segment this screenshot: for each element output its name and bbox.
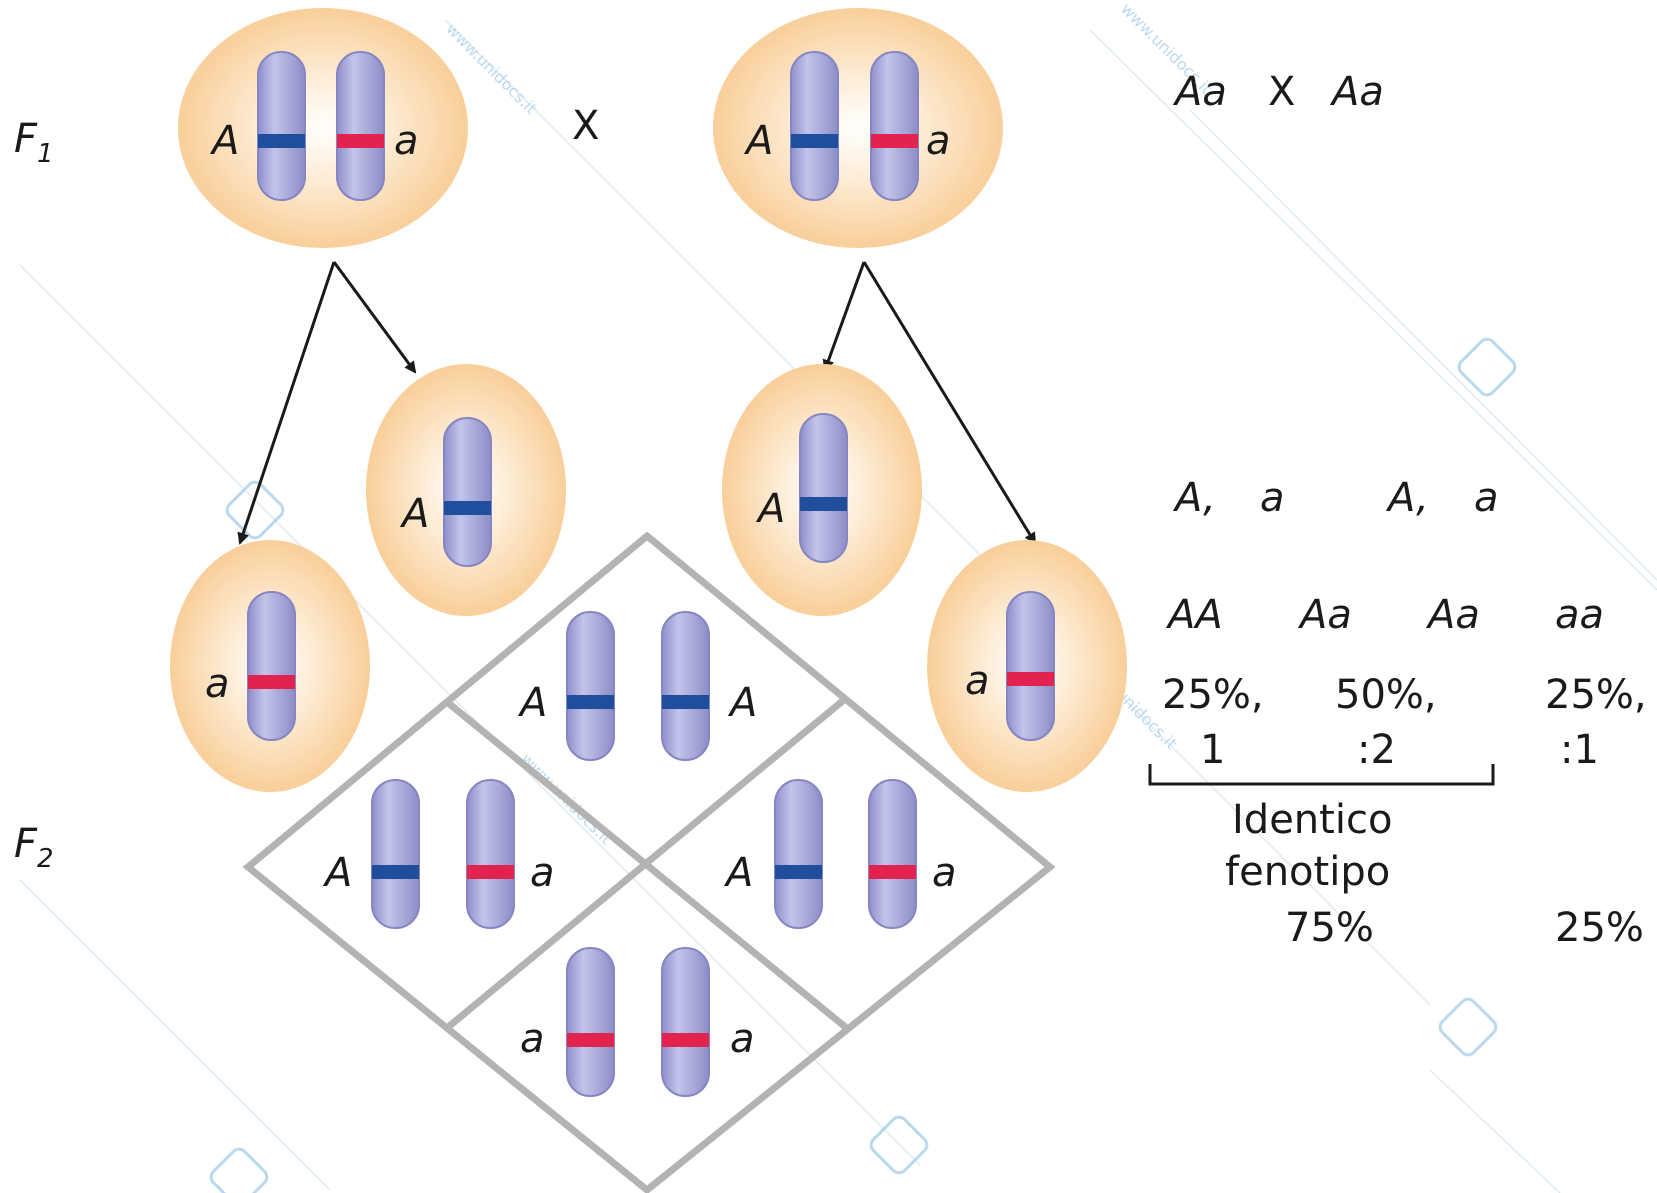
- genotype-label: AA: [1165, 592, 1223, 638]
- f1-letter: F: [14, 116, 38, 162]
- meiosis-arrows: [237, 261, 1037, 545]
- punnett-divider: [444, 696, 848, 1031]
- allele-label: A: [399, 491, 429, 537]
- chromosome: [336, 51, 385, 201]
- f2-letter: F: [14, 821, 38, 867]
- allele-label: A: [723, 850, 753, 896]
- percent-label: 25%,: [1162, 672, 1264, 718]
- allele-label: A: [727, 680, 757, 726]
- phenotype-dominant-percent: 75%: [1285, 905, 1374, 951]
- allele-band-dominant: [258, 134, 305, 148]
- arrow: [332, 261, 417, 374]
- side-panel: Aa X Aa A, a A, a AA Aa Aa aa 25%, 50%, …: [1148, 69, 1647, 951]
- allele-label: A: [322, 850, 352, 896]
- allele-band-recessive: [337, 134, 384, 148]
- arrow: [237, 261, 336, 545]
- phenotype-label-line2: fenotipo: [1225, 849, 1390, 895]
- chromosome: [870, 51, 919, 201]
- punnett-outline: [242, 531, 1056, 1193]
- punnett-cell-right-Aa: A a: [723, 779, 957, 929]
- allele-band-recessive: [1007, 672, 1054, 686]
- chromosome: [790, 51, 839, 201]
- svg-text:F2: F2: [14, 821, 54, 874]
- allele-band-recessive: [869, 865, 916, 879]
- parent-genotype-right: Aa: [1329, 69, 1384, 115]
- gamete-cell-right-A: A: [722, 364, 922, 616]
- allele-label: a: [932, 850, 957, 896]
- chromosome: [257, 51, 306, 201]
- cross-symbol: X: [572, 103, 599, 149]
- phenotype-recessive-percent: 25%: [1555, 905, 1644, 951]
- genotype-label: Aa: [1425, 592, 1480, 638]
- svg-text:F1: F1: [14, 116, 54, 169]
- allele-band-dominant: [444, 501, 491, 515]
- punnett-cell-top-AA: A A: [517, 611, 757, 761]
- gamete-cell-right-a: a: [927, 540, 1127, 792]
- allele-label: a: [394, 118, 419, 164]
- allele-label: a: [205, 661, 230, 707]
- allele-band-recessive: [871, 134, 918, 148]
- genotype-label: Aa: [1297, 592, 1352, 638]
- allele-band-recessive: [467, 865, 514, 879]
- allele-band-dominant: [662, 695, 709, 709]
- allele-band-dominant: [372, 865, 419, 879]
- allele-label: a: [730, 1016, 755, 1062]
- gamete-cell-left-A: A: [366, 364, 566, 616]
- allele-band-recessive: [248, 675, 295, 689]
- allele-label: A: [755, 486, 785, 532]
- gamete-label: A,: [1172, 475, 1216, 521]
- gamete-label: a: [1260, 475, 1285, 521]
- f2-subscript: 2: [37, 844, 54, 874]
- f1-subscript: 1: [37, 139, 54, 169]
- percent-label: 25%,: [1545, 672, 1647, 718]
- allele-label: a: [530, 850, 555, 896]
- phenotype-label-line1: Identico: [1232, 797, 1392, 843]
- gamete-cell-left-a: a: [170, 540, 370, 792]
- generation-label-f1: F1: [14, 116, 54, 169]
- arrow: [822, 261, 866, 372]
- percent-label: 50%,: [1335, 672, 1437, 718]
- gamete-label: a: [1474, 475, 1499, 521]
- allele-label: A: [517, 680, 547, 726]
- punnett-cell-bottom-aa: a a: [520, 947, 755, 1097]
- gamete-label: A,: [1385, 475, 1429, 521]
- allele-label: A: [743, 118, 773, 164]
- parent-cross-symbol: X: [1268, 69, 1295, 115]
- arrow: [862, 261, 1037, 545]
- phenotype-bracket: [1148, 764, 1495, 786]
- punnett-cell-left-Aa: A a: [322, 779, 555, 929]
- allele-label: a: [520, 1016, 545, 1062]
- allele-band-recessive: [662, 1033, 709, 1047]
- ratio-label: 1: [1200, 727, 1225, 773]
- allele-band-dominant: [567, 695, 614, 709]
- allele-band-dominant: [791, 134, 838, 148]
- allele-band-dominant: [775, 865, 822, 879]
- ratio-label: :1: [1560, 727, 1599, 773]
- parent-cell-right: A a: [713, 8, 1003, 248]
- genotype-label: aa: [1555, 592, 1604, 638]
- allele-band-dominant: [800, 497, 847, 511]
- parent-cell-left: A a: [178, 8, 468, 248]
- allele-band-recessive: [567, 1033, 614, 1047]
- parent-genotype-left: Aa: [1172, 69, 1227, 115]
- punnett-square: [242, 531, 1056, 1193]
- ratio-label: :2: [1357, 727, 1396, 773]
- watermark-lines: [19, 19, 1657, 1193]
- generation-label-f2: F2: [14, 821, 54, 874]
- allele-label: a: [926, 118, 951, 164]
- allele-label: a: [965, 658, 990, 704]
- allele-label: A: [209, 118, 239, 164]
